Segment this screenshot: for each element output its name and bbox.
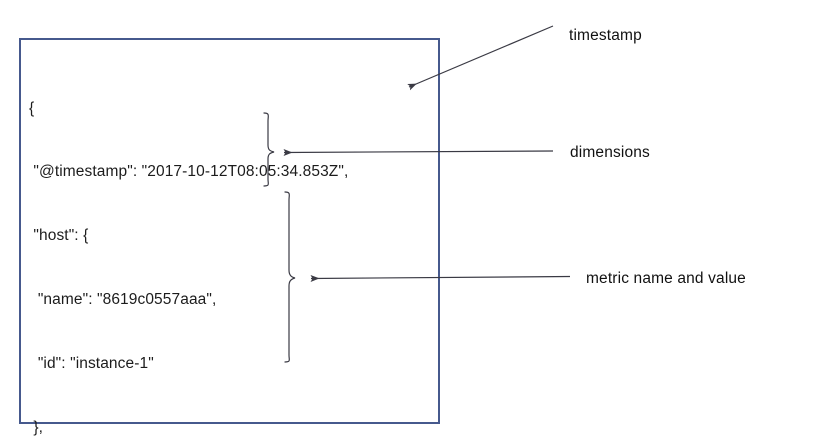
- json-line-host-name: "name": "8619c0557aaa",: [29, 291, 217, 309]
- json-document-box: [19, 38, 440, 424]
- json-line-timestamp: "@timestamp": "2017-10-12T08:05:34.853Z"…: [29, 163, 349, 181]
- callout-label-dimensions: dimensions: [570, 144, 650, 161]
- json-line-host-open: "host": {: [29, 227, 89, 245]
- callout-label-metric: metric name and value: [586, 270, 746, 287]
- json-line-host-close: },: [29, 419, 44, 437]
- json-line-0: {: [29, 99, 35, 117]
- json-document-code: { "@timestamp": "2017-10-12T08:05:34.853…: [29, 55, 348, 437]
- json-line-host-id: "id": "instance-1": [29, 355, 154, 373]
- callout-label-timestamp: timestamp: [569, 27, 642, 44]
